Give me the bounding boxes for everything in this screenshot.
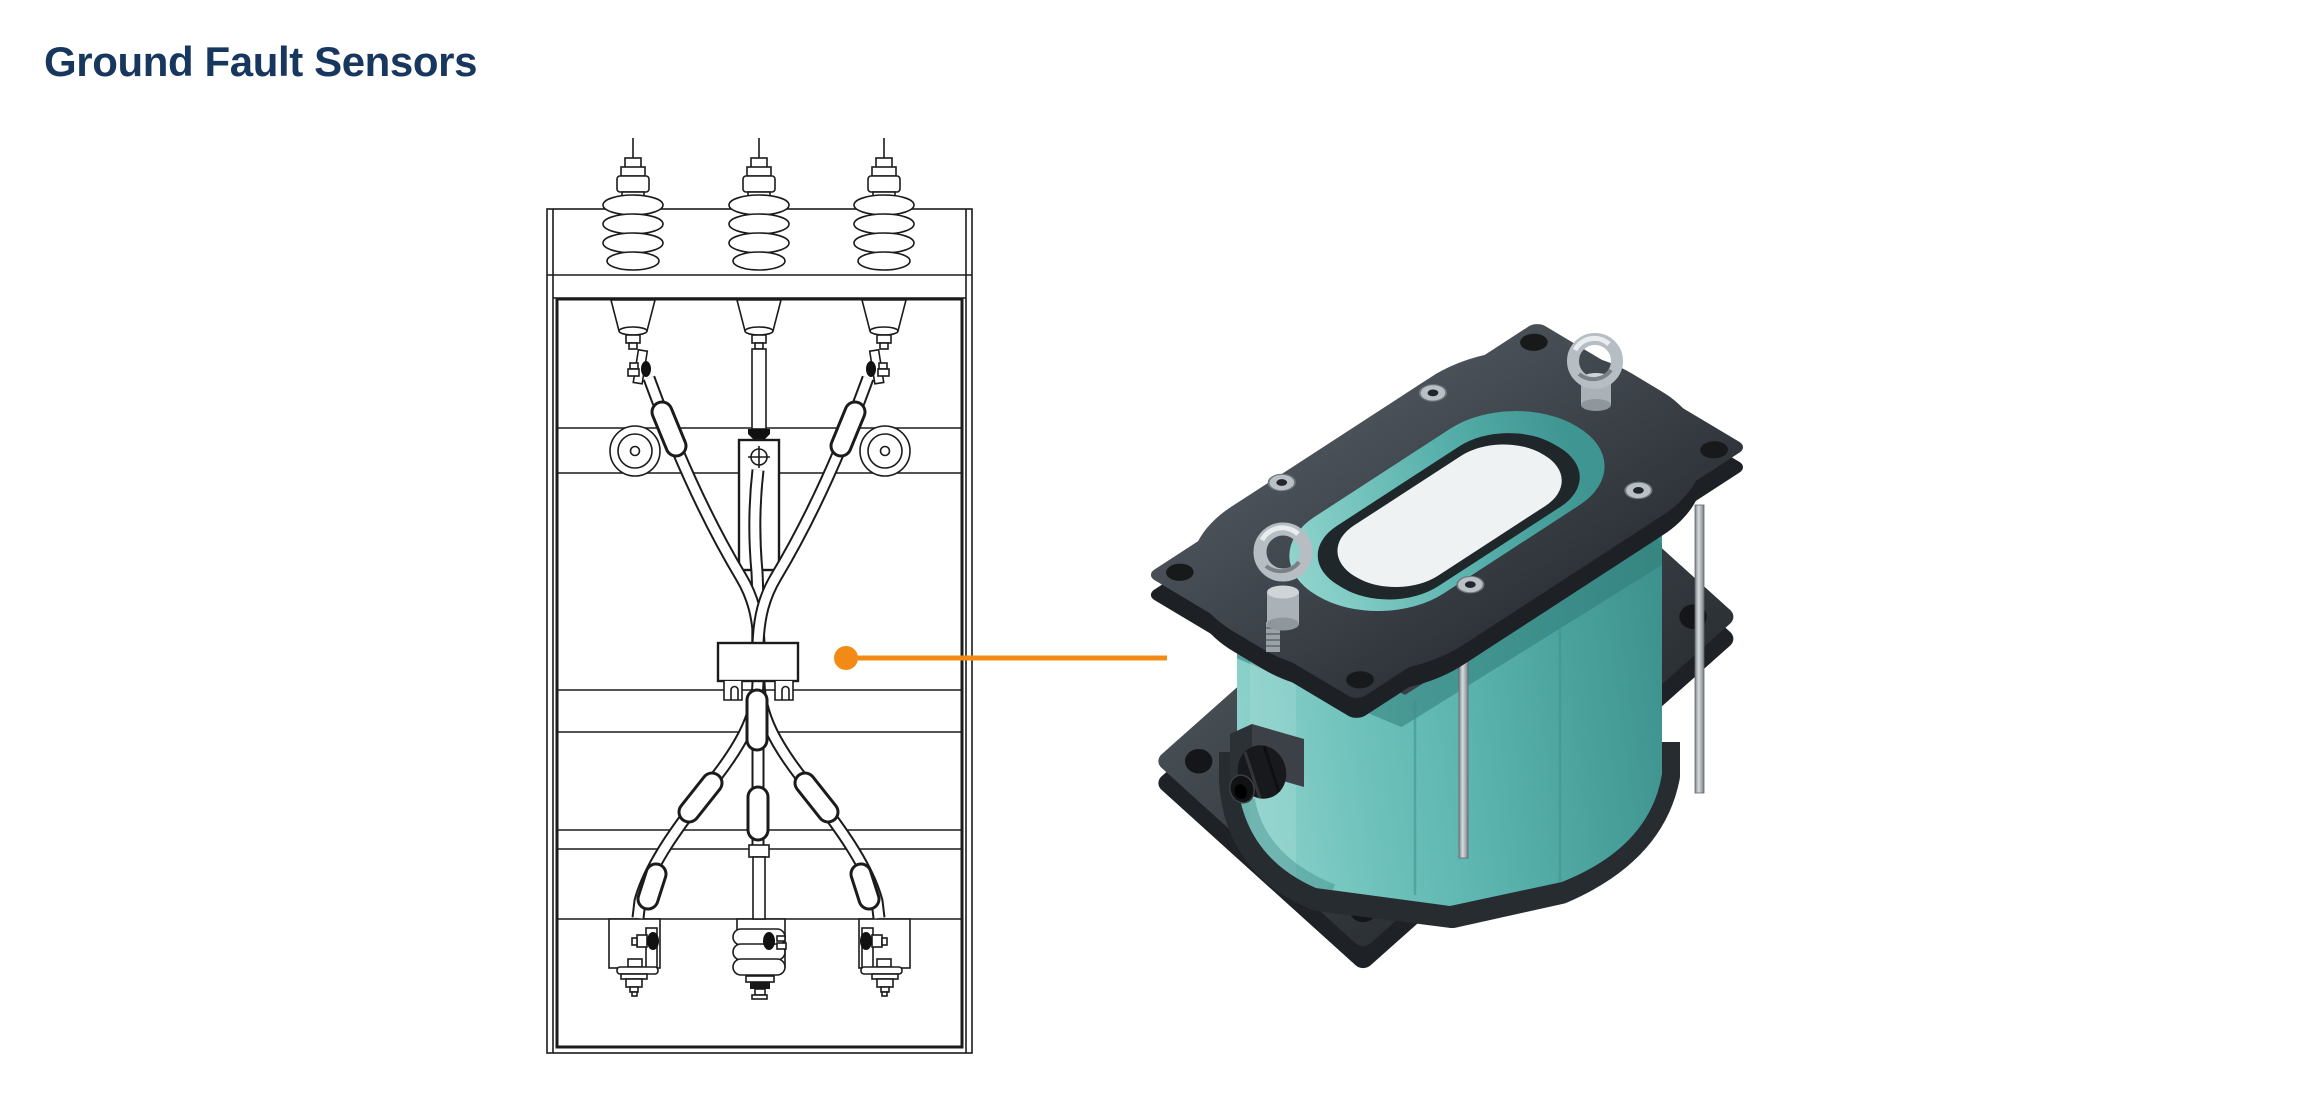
eye-bolt-left — [1253, 522, 1313, 652]
insulator-wheel-left — [609, 425, 661, 477]
eye-bolt-right — [1567, 333, 1623, 411]
top-plate-screws — [1267, 384, 1653, 594]
internal-bushings — [610, 299, 907, 439]
hv-bushings — [602, 137, 915, 271]
page-title: Ground Fault Sensors — [44, 38, 478, 85]
callout-dot — [834, 646, 858, 670]
sensor-callout — [834, 646, 1167, 670]
insulator-wheel-right — [859, 425, 911, 477]
switchgear-line-drawing — [546, 137, 973, 1054]
sensor-3d-render — [1150, 324, 1744, 969]
cable-gland — [1229, 724, 1304, 804]
ground-fault-sensor-symbol — [716, 641, 800, 701]
terminal-center-spring — [732, 928, 787, 1000]
